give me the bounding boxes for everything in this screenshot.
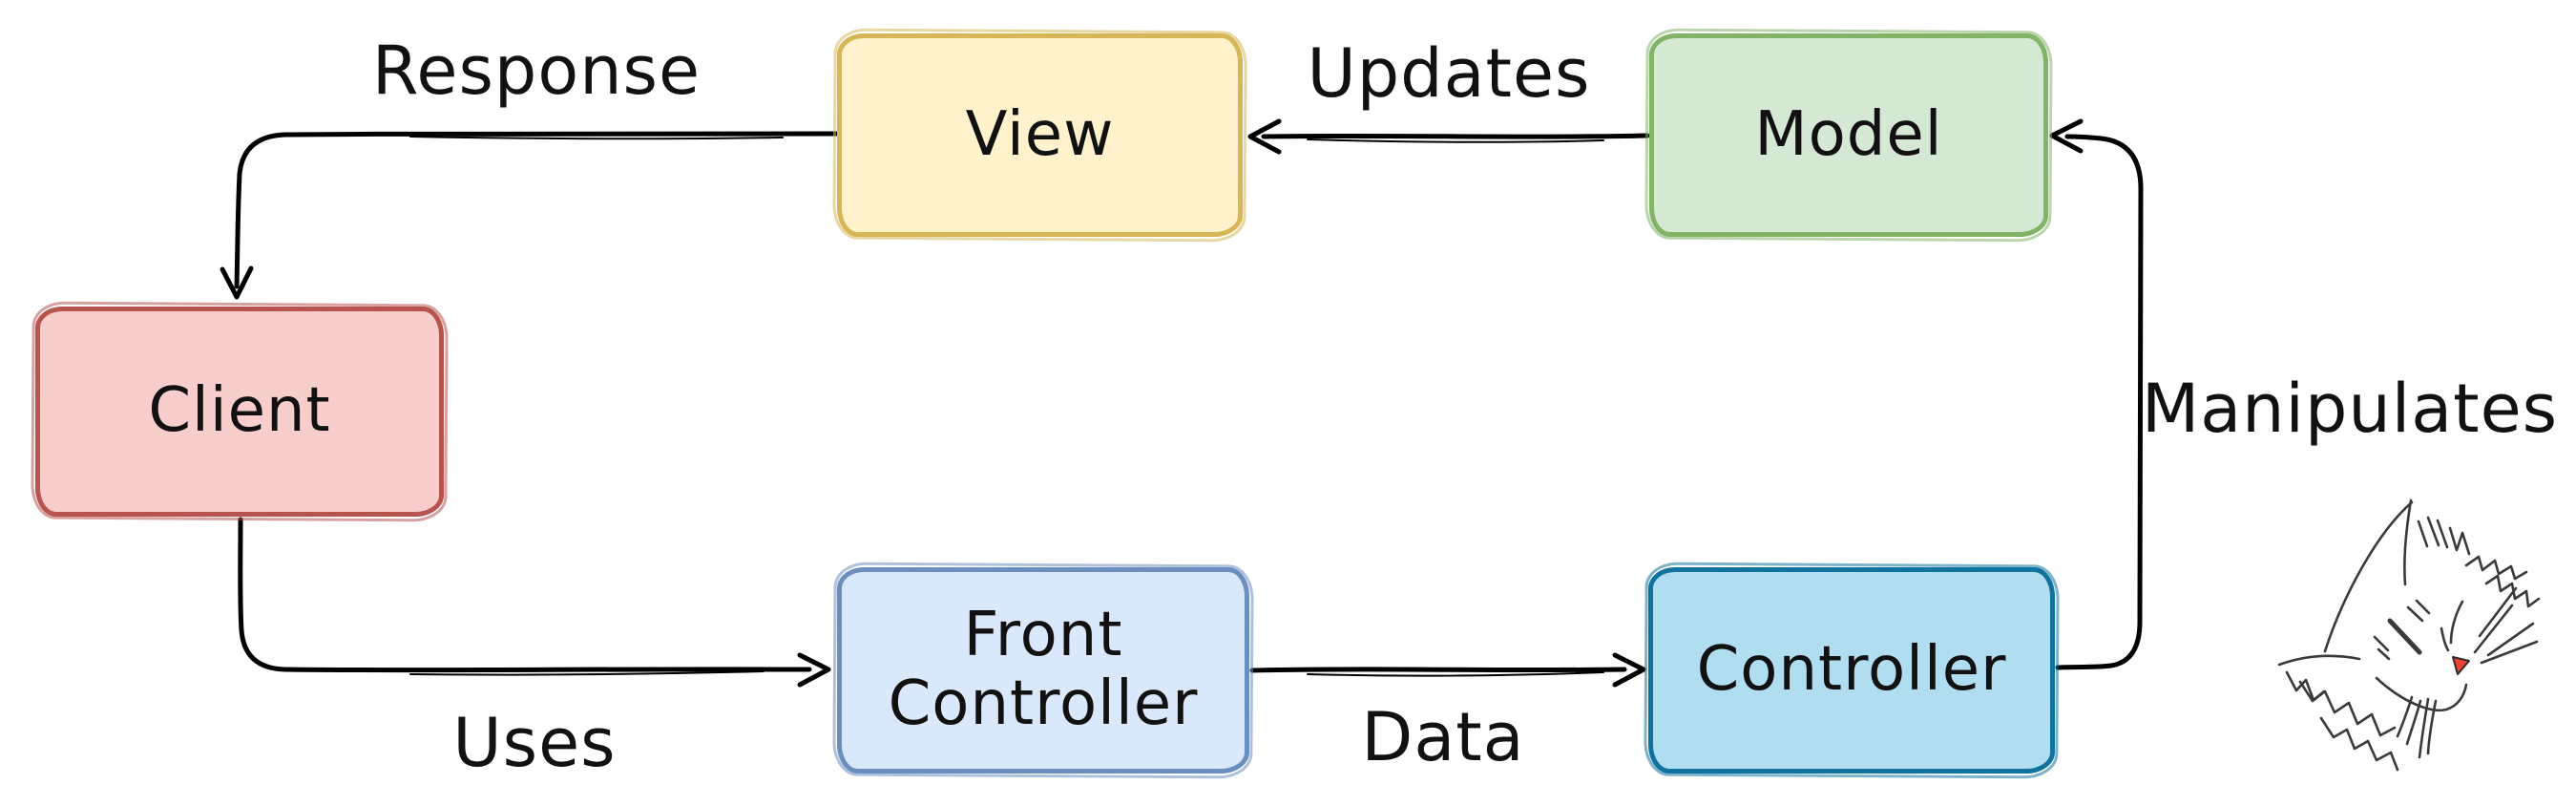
manipulates-arrow [2049,118,2144,670]
cat-sketch [2277,498,2541,772]
node-model-label: Model [1754,98,1943,170]
edge-label-uses: Uses [452,704,617,782]
edge-label-data: Data [1361,698,1525,776]
response-arrow [220,131,840,300]
node-client-label: Client [148,375,331,447]
node-view-label: View [965,98,1115,170]
node-client: Client [35,307,444,517]
edge-label-manipulates: Manipulates [2141,370,2559,448]
node-front-controller: Front Controller [837,567,1249,774]
data-arrow [1249,652,1646,688]
node-view: View [837,33,1243,237]
uses-arrow [238,517,831,688]
node-controller-label: Controller [1696,634,2007,706]
edge-label-response: Response [371,32,702,110]
edge-label-updates: Updates [1307,34,1591,113]
updates-arrow [1247,118,1650,155]
node-model: Model [1649,33,2048,237]
node-front-controller-label: Front Controller [888,600,1199,739]
node-controller: Controller [1648,567,2055,774]
